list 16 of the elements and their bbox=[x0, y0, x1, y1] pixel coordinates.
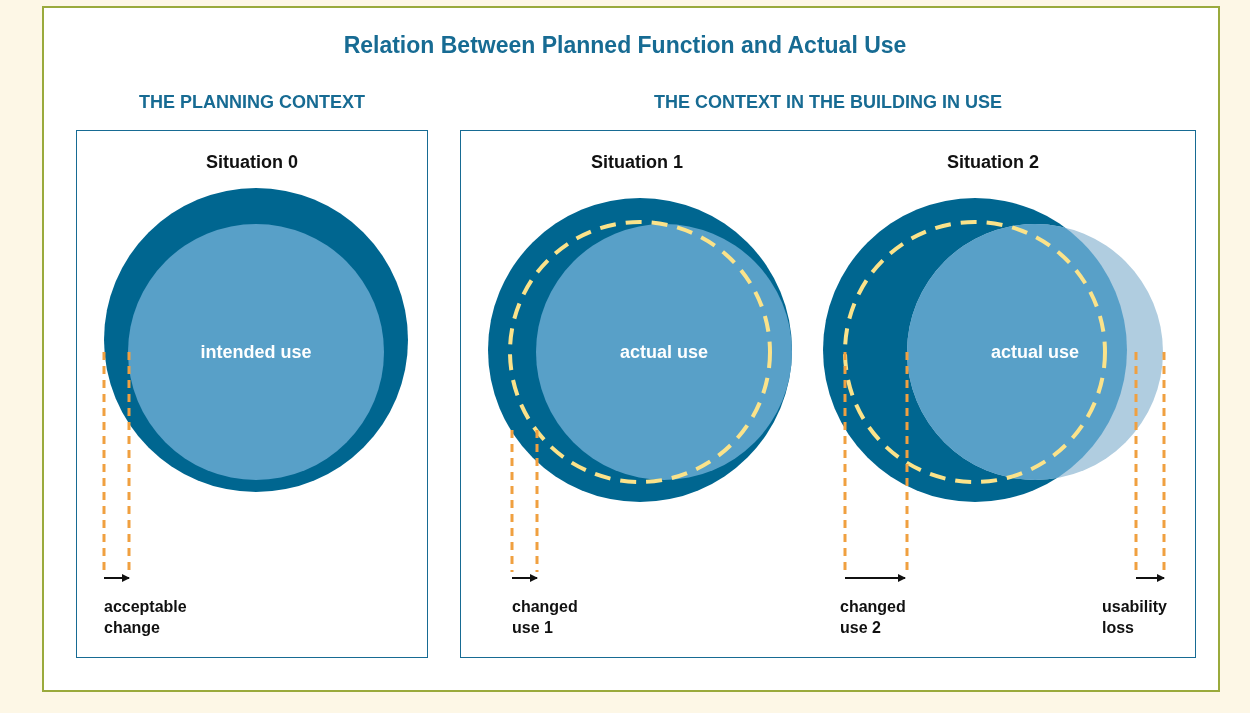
circle-label: actual use bbox=[618, 341, 709, 363]
dimension-label: usability loss bbox=[1102, 597, 1168, 638]
panel-heading: THE CONTEXT IN THE BUILDING IN USE bbox=[653, 92, 1003, 113]
situation-heading: Situation 1 bbox=[590, 152, 684, 173]
circle bbox=[907, 224, 1163, 480]
circle bbox=[128, 224, 384, 480]
situation-heading: Situation 2 bbox=[946, 152, 1040, 173]
panel-heading: THE PLANNING CONTEXT bbox=[138, 92, 366, 113]
circle-label: intended use bbox=[199, 341, 313, 363]
dimension-label: changed use 2 bbox=[840, 597, 907, 638]
situation-heading: Situation 0 bbox=[205, 152, 299, 173]
diagram-title: Relation Between Planned Function and Actual Use bbox=[342, 32, 908, 59]
circle bbox=[536, 224, 792, 480]
dimension-label: acceptable change bbox=[104, 597, 188, 638]
dimension-label: changed use 1 bbox=[512, 597, 579, 638]
circle-label: actual use bbox=[989, 341, 1080, 363]
